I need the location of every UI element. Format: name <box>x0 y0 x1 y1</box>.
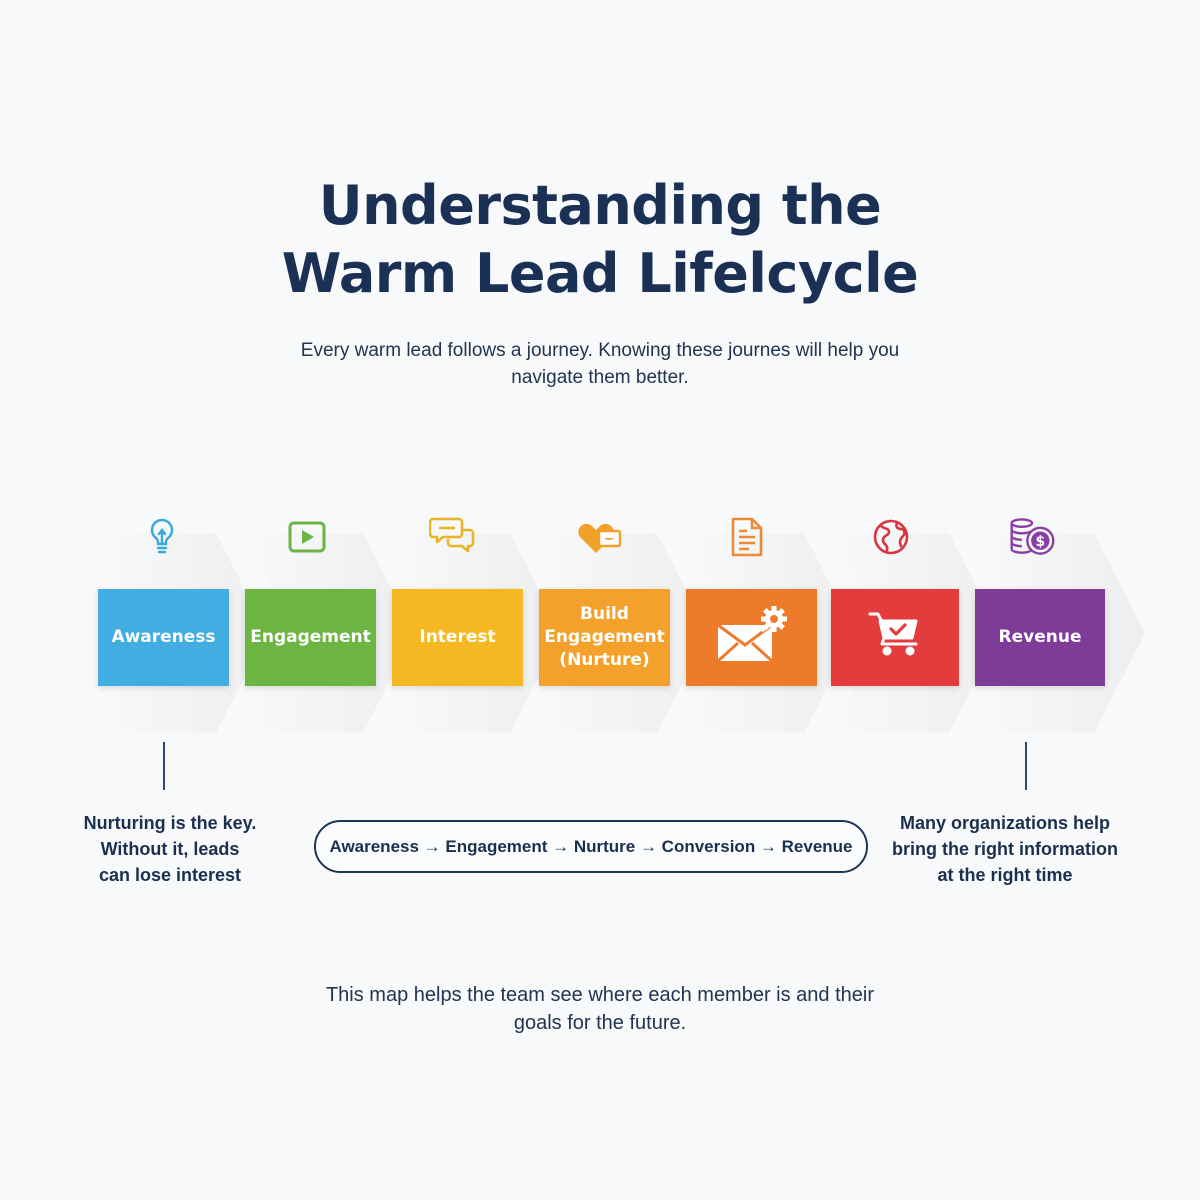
coins-dollar-icon: $ <box>1008 513 1056 561</box>
video-play-icon <box>283 513 331 561</box>
footer-line-2: goals for the future. <box>513 1012 687 1034</box>
stage-label-line: Interest <box>419 627 496 647</box>
cart-check-icon <box>868 611 922 664</box>
title-line-2: Warm Lead Lifelcycle <box>281 242 919 305</box>
flow-summary-text: Awareness → Engagement → Nurture → Conve… <box>329 836 853 856</box>
stage-label: Engagement <box>250 626 371 649</box>
subtitle: Every warm lead follows a journey. Knowi… <box>230 337 970 391</box>
stage-box: Build Engagement (Nurture) <box>539 589 670 686</box>
stage-conversion <box>830 505 1000 745</box>
stage-awareness: Awareness <box>97 505 267 745</box>
lifecycle-stages: Awareness Engagement Interest <box>0 505 1200 745</box>
heart-message-icon <box>576 513 624 561</box>
svg-text:$: $ <box>1035 534 1045 550</box>
subtitle-line-2: navigate them better. <box>511 367 689 388</box>
stage-engagement: Engagement <box>244 505 414 745</box>
footer-line-1: This map helps the team see where each m… <box>325 984 875 1006</box>
stage-box: Revenue <box>975 589 1105 686</box>
document-icon <box>723 513 771 561</box>
stage-label-line: Engagement <box>544 627 665 647</box>
note-right-line-3: at the right time <box>937 865 1073 885</box>
stage-label-line: Engagement <box>250 627 371 647</box>
stage-box <box>831 589 959 686</box>
stage-interest: Interest <box>391 505 561 745</box>
stage-label-line: Build <box>580 604 629 624</box>
stage-label: Build Engagement (Nurture) <box>544 603 665 672</box>
stage-label: Interest <box>419 626 495 649</box>
stage-box: Engagement <box>245 589 376 686</box>
stage-box: Awareness <box>98 589 229 686</box>
note-right: Many organizations help bring the right … <box>870 810 1140 888</box>
note-right-line-2: bring the right information <box>892 839 1118 859</box>
title-line-1: Understanding the <box>318 174 882 237</box>
connector-line-left <box>163 742 165 790</box>
note-left-line-2: Without it, leads <box>100 839 240 859</box>
note-left-line-3: can lose interest <box>98 865 242 885</box>
globe-icon <box>867 513 915 561</box>
lightbulb-icon <box>138 513 186 561</box>
email-gear-icon <box>714 605 790 670</box>
footer-caption: This map helps the team see where each m… <box>250 981 950 1037</box>
stage-label: Awareness <box>111 626 215 649</box>
stage-label: Revenue <box>999 626 1082 649</box>
stage-label-line: Revenue <box>998 627 1082 647</box>
page-title: Understanding the Warm Lead Lifelcycle <box>0 172 1200 308</box>
subtitle-line-1: Every warm lead follows a journey. Knowi… <box>300 340 900 361</box>
stage-revenue: $ Revenue <box>975 505 1145 745</box>
flow-summary-pill: Awareness → Engagement → Nurture → Conve… <box>314 820 868 873</box>
note-left: Nurturing is the key. Without it, leads … <box>55 810 285 888</box>
stage-box <box>686 589 817 686</box>
note-left-line-1: Nurturing is the key. <box>83 813 257 833</box>
chat-bubbles-icon <box>429 513 477 561</box>
stage-build-engagement: Build Engagement (Nurture) <box>538 505 708 745</box>
stage-box: Interest <box>392 589 523 686</box>
stage-label-line: (Nurture) <box>559 650 650 670</box>
stage-label-line: Awareness <box>111 627 216 647</box>
connector-line-right <box>1025 742 1027 790</box>
note-right-line-1: Many organizations help <box>899 813 1111 833</box>
stage-email-automation <box>685 505 855 745</box>
